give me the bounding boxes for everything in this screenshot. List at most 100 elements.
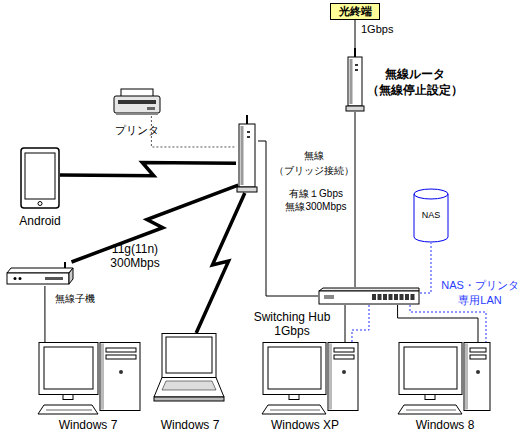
drawing-part	[394, 294, 398, 300]
nas-label: NAS	[413, 210, 449, 221]
terminal-box: 光終端	[330, 3, 380, 20]
wireless-bolt	[196, 193, 245, 333]
drawing-part	[100, 343, 140, 411]
drawing-part	[147, 107, 155, 110]
lan-cable	[44, 286, 45, 342]
drawing-part	[239, 124, 255, 187]
drawing-part	[106, 348, 136, 352]
adapter-icon	[5, 262, 75, 286]
drawing-part	[119, 370, 123, 374]
drawing-part	[354, 48, 356, 57]
drawing-part	[464, 343, 490, 411]
drawing-part	[19, 277, 22, 280]
drawing-part	[241, 126, 244, 185]
drawing-part	[350, 59, 353, 104]
pc-label: Windows 7	[28, 418, 148, 433]
laptop-pc: Windows 7	[153, 333, 225, 405]
drawing-part	[247, 136, 250, 138]
access-point: 無線 （ブリッジ接続）有線１Gbps 無線300Mbps	[236, 115, 258, 193]
drawing-part	[425, 395, 435, 400]
drawing-part	[38, 202, 42, 206]
laptop-icon	[153, 333, 225, 405]
nas-lan-cable	[410, 305, 486, 342]
android-tablet: Android	[20, 147, 60, 209]
drawing-part	[69, 268, 73, 284]
drawing-part	[346, 106, 364, 111]
speed-label: 有線１Gbps 無線300Mbps	[280, 187, 352, 213]
drawing-part	[476, 370, 480, 374]
lan-cable	[355, 112, 356, 287]
drawing-part	[237, 187, 257, 192]
drawing-part	[389, 294, 393, 300]
drawing-part	[63, 395, 73, 400]
drawing-part	[7, 268, 73, 273]
desktop-pc: Windows 7	[38, 342, 142, 416]
lan-cable	[398, 305, 478, 342]
drawing-part	[154, 378, 224, 398]
bridge-label: 無線 （ブリッジ接続）	[272, 148, 356, 178]
tablet-icon	[20, 147, 60, 209]
drawing-part	[355, 69, 358, 71]
drawing-part	[324, 295, 334, 299]
tower-icon	[345, 48, 365, 112]
drawing-part	[46, 410, 92, 411]
drawing-part	[247, 131, 250, 133]
nas-cylinder: NAS	[413, 188, 449, 243]
drawing-part	[263, 343, 326, 395]
drawing-part	[405, 294, 409, 300]
drawing-part	[268, 347, 321, 389]
drawing-part	[154, 397, 224, 401]
drawing-part	[262, 405, 326, 414]
drawing-part	[383, 294, 387, 300]
pc-label: Windows 7	[140, 418, 240, 433]
adapter-label: 無線子機	[52, 293, 98, 306]
drawing-part	[328, 343, 358, 411]
drawing-part	[470, 355, 486, 359]
edge-label: 11g(11n) 300Mbps	[104, 242, 166, 271]
drawing-part	[21, 148, 59, 208]
edge-label: 1Gbps	[361, 23, 411, 36]
drawing-part	[355, 64, 358, 66]
drawing-part	[414, 194, 448, 199]
drawing-part	[39, 343, 98, 395]
router-label: 無線ルータ （無線停止設定）	[365, 66, 465, 98]
drawing-part	[414, 189, 448, 242]
desktop-pc: Windows 8	[398, 342, 492, 416]
drawing-part	[106, 355, 136, 359]
drawing-part	[289, 395, 299, 400]
printer: プリンタ	[113, 88, 161, 116]
drawing-part	[114, 96, 160, 113]
drawing-part	[399, 343, 462, 395]
lan-cable	[345, 305, 346, 342]
switching-hub: Switching Hub 1Gbps	[318, 287, 420, 305]
wireless-bolt	[60, 162, 236, 175]
drawing-part	[270, 410, 320, 411]
fiber-cable	[355, 20, 356, 48]
lan-note: NAS・プリンタ 専用LAN	[438, 278, 522, 308]
drawing-part	[162, 381, 216, 390]
drawing-part	[342, 370, 346, 374]
drawing-part	[329, 344, 332, 410]
desktop-icon	[398, 342, 492, 416]
drawing-part	[116, 113, 158, 115]
drawing-part	[411, 294, 415, 300]
drawing-part	[348, 57, 362, 106]
desktop-icon	[262, 342, 360, 416]
wireless-adapter: 無線子機	[5, 262, 75, 286]
wireless-router: 無線ルータ （無線停止設定）	[345, 48, 365, 112]
pc-label: Windows XP	[255, 418, 355, 433]
nas-lan-cable	[420, 243, 431, 293]
drawing-part	[25, 153, 55, 199]
printer-link	[151, 116, 236, 147]
desktop-pc: Windows XP	[262, 342, 360, 416]
printer-label: プリンタ	[107, 124, 167, 138]
drawing-part	[372, 294, 376, 300]
drawing-part	[7, 273, 69, 284]
drawing-part	[14, 277, 17, 280]
lan-cable	[258, 141, 318, 296]
drawing-part	[166, 337, 212, 373]
drawing-part	[470, 348, 486, 352]
drawing-part	[465, 344, 468, 410]
nas-lan-cable	[352, 305, 369, 342]
